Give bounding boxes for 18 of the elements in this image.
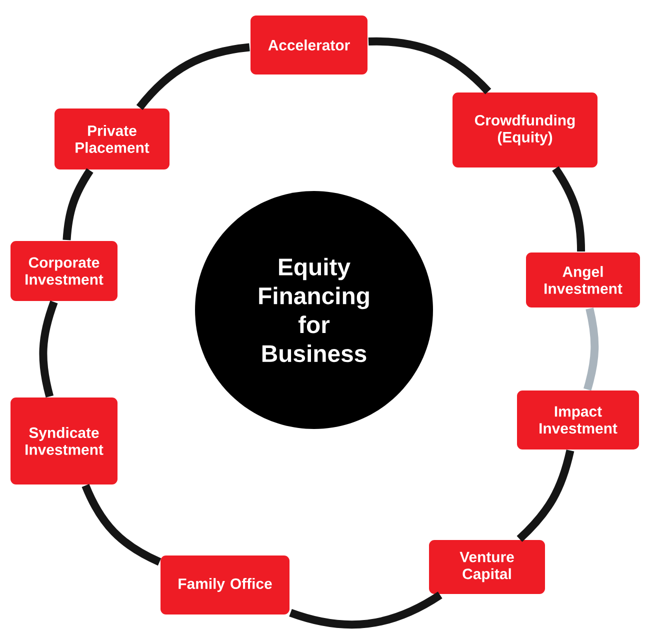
ring-segment [552,166,586,252]
category-box: Syndicate Investment [10,396,118,486]
category-box: Angel Investment [525,252,641,308]
ring-segment [82,484,162,566]
category-box: Corporate Investment [10,240,118,302]
ring-segment [368,37,492,94]
category-box: Impact Investment [516,390,640,450]
category-box: Private Placement [54,108,170,170]
category-box: Crowdfunding (Equity) [452,92,598,168]
category-box: Accelerator [250,14,368,76]
category-box: Family Office [160,554,290,616]
ring-segment [136,43,250,110]
ring-segment [39,300,58,398]
ring-segment [516,450,574,542]
ring-segment [584,308,599,391]
category-box: Venture Capital [428,539,546,595]
ring-segment [289,592,442,629]
ring-segment [62,168,94,240]
